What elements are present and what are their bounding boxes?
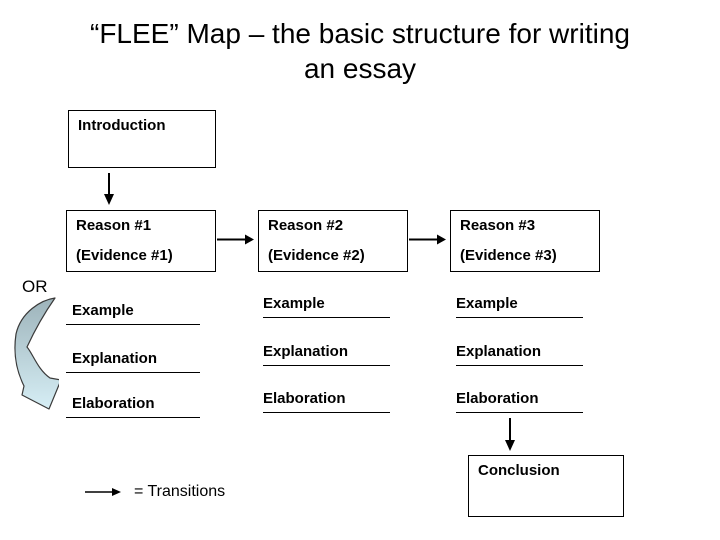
flee-label: Elaboration [72,395,155,412]
flee-line-elaboration-1: Elaboration [66,395,200,418]
flee-line-example-3: Example [456,295,583,318]
reason-2-label: Reason #2 [268,217,344,234]
conclusion-label: Conclusion [478,462,560,479]
legend-arrow-icon [85,488,121,496]
evidence-2-label: (Evidence #2) [268,247,365,264]
flee-line-example-2: Example [263,295,390,318]
title-line-2: an essay [303,53,417,84]
flee-label: Explanation [72,350,158,367]
flee-label: Explanation [456,343,542,360]
flee-line-example-1: Example [66,302,200,325]
evidence-1-label: (Evidence #1) [76,247,173,264]
conclusion-box: Conclusion [468,455,624,517]
reason-1-label: Reason #1 [76,217,152,234]
introduction-label: Introduction [78,117,166,134]
flee-label: Example [72,302,134,319]
down-arrow-icon [104,173,114,205]
title-line-1: “FLEE” Map – the basic structure for wri… [90,18,630,49]
transition-right-arrow-icon [217,234,254,245]
reason-3-box: Reason #3 (Evidence #3) [450,210,600,272]
flee-label: Explanation [263,343,349,360]
down-arrow-icon [505,418,515,451]
page-title: “FLEE” Map – the basic structure for wri… [0,16,720,86]
flee-label: Elaboration [263,390,346,407]
flee-label: Example [456,295,518,312]
flee-line-elaboration-3: Elaboration [456,390,583,413]
reason-1-box: Reason #1 (Evidence #1) [66,210,216,272]
flee-line-explanation-3: Explanation [456,343,583,366]
flee-label: Elaboration [456,390,539,407]
flee-line-elaboration-2: Elaboration [263,390,390,413]
curved-or-arrow-icon [14,297,59,410]
reason-2-box: Reason #2 (Evidence #2) [258,210,408,272]
flee-line-explanation-1: Explanation [66,350,200,373]
flee-label: Example [263,295,325,312]
reason-3-label: Reason #3 [460,217,536,234]
introduction-box: Introduction [68,110,216,168]
flee-line-explanation-2: Explanation [263,343,390,366]
legend-label: = Transitions [134,483,226,500]
or-label: OR [22,277,48,296]
evidence-3-label: (Evidence #3) [460,247,557,264]
transition-right-arrow-icon [409,234,446,245]
